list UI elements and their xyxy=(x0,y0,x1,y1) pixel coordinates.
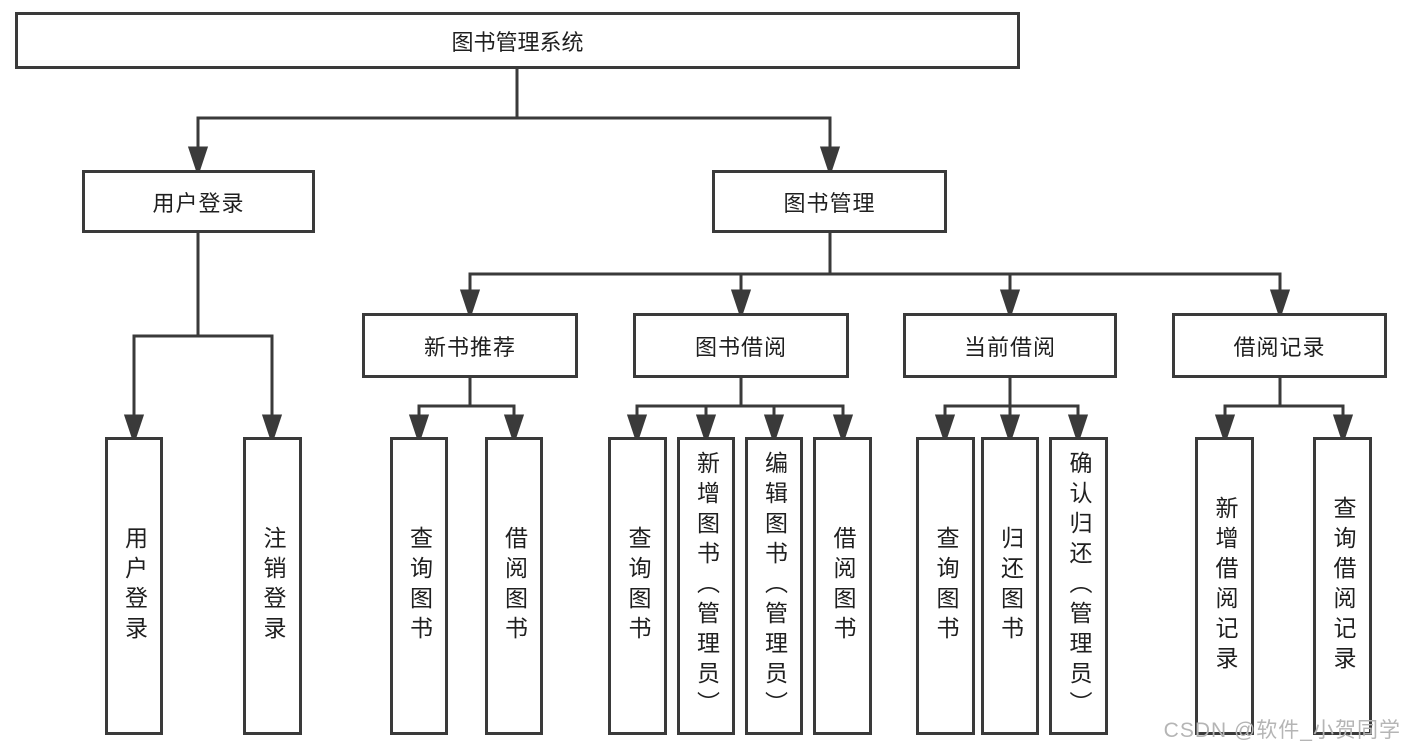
leaf-confirm-return-admin: 确认归还（管理员） xyxy=(1049,437,1108,735)
node-new-book-recommend: 新书推荐 xyxy=(362,313,578,378)
arrowhead xyxy=(1269,289,1291,320)
leaf-query-book-borrow: 查询图书 xyxy=(608,437,667,735)
arrowhead xyxy=(503,414,525,445)
leaf-query-book-current: 查询图书 xyxy=(916,437,975,735)
node-borrow-record: 借阅记录 xyxy=(1172,313,1387,378)
leaf-borrow-book-recommend-label: 借阅图书 xyxy=(501,526,528,646)
node-book-management: 图书管理 xyxy=(712,170,947,233)
leaf-query-book-borrow-label: 查询图书 xyxy=(625,526,651,646)
arrowhead xyxy=(123,414,145,445)
node-user-login: 用户登录 xyxy=(82,170,315,233)
arrowhead xyxy=(408,414,430,445)
node-root-label: 图书管理系统 xyxy=(451,29,584,55)
arrowhead xyxy=(459,289,481,320)
leaf-add-borrow-record: 新增借阅记录 xyxy=(1195,437,1254,735)
arrowhead xyxy=(763,414,785,445)
arrowhead xyxy=(999,414,1021,445)
node-book-borrow: 图书借阅 xyxy=(633,313,849,378)
leaf-borrow-book-label: 借阅图书 xyxy=(830,526,856,646)
arrowhead xyxy=(187,146,209,177)
node-borrow-record-label: 借阅记录 xyxy=(1233,334,1326,360)
leaf-add-book-admin: 新增图书（管理员） xyxy=(677,437,735,735)
arrowhead xyxy=(261,414,283,445)
leaf-edit-book-admin: 编辑图书（管理员） xyxy=(745,437,803,735)
arrowhead xyxy=(730,289,752,320)
csdn-watermark: CSDN @软件_小贺同学 xyxy=(1163,719,1401,742)
node-user-login-label: 用户登录 xyxy=(152,190,245,216)
leaf-edit-book-admin-label: 编辑图书（管理员） xyxy=(761,451,788,721)
arrowhead xyxy=(819,146,841,177)
leaf-query-book-current-label: 查询图书 xyxy=(933,526,959,646)
leaf-query-book-recommend: 查询图书 xyxy=(390,437,448,735)
leaf-query-borrow-record-label: 查询借阅记录 xyxy=(1330,496,1356,676)
arrowhead xyxy=(1332,414,1354,445)
leaf-borrow-book: 借阅图书 xyxy=(813,437,872,735)
arrowhead xyxy=(934,414,956,445)
leaf-query-book-recommend-label: 查询图书 xyxy=(406,526,433,646)
leaf-return-book-label: 归还图书 xyxy=(997,526,1024,646)
leaf-logout: 注销登录 xyxy=(243,437,302,735)
leaf-return-book: 归还图书 xyxy=(981,437,1039,735)
arrowhead xyxy=(832,414,854,445)
node-book-management-label: 图书管理 xyxy=(783,190,876,216)
leaf-borrow-book-recommend: 借阅图书 xyxy=(485,437,543,735)
leaf-add-book-admin-label: 新增图书（管理员） xyxy=(693,451,720,721)
node-current-borrow: 当前借阅 xyxy=(903,313,1117,378)
leaf-user-login: 用户登录 xyxy=(105,437,163,735)
leaf-confirm-return-admin-label: 确认归还（管理员） xyxy=(1066,451,1092,721)
arrowhead xyxy=(695,414,717,445)
leaf-logout-label: 注销登录 xyxy=(260,526,286,646)
leaf-add-borrow-record-label: 新增借阅记录 xyxy=(1212,496,1238,676)
leaf-query-borrow-record: 查询借阅记录 xyxy=(1313,437,1372,735)
node-new-book-recommend-label: 新书推荐 xyxy=(423,334,516,360)
arrowhead xyxy=(999,289,1021,320)
arrowhead xyxy=(1214,414,1236,445)
arrowhead xyxy=(1067,414,1089,445)
node-root: 图书管理系统 xyxy=(15,12,1020,69)
node-current-borrow-label: 当前借阅 xyxy=(963,334,1056,360)
arrowhead xyxy=(626,414,648,445)
node-book-borrow-label: 图书借阅 xyxy=(694,334,787,360)
leaf-user-login-label: 用户登录 xyxy=(121,526,148,646)
